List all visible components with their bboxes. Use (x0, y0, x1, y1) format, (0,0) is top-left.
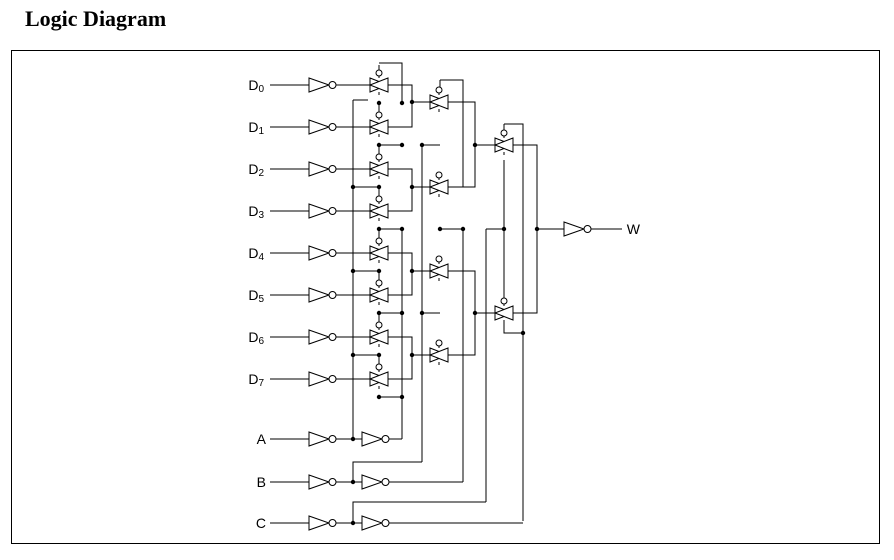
junction-dot (376, 100, 382, 106)
junction-dot (399, 226, 405, 232)
select-buffer-inverter (361, 474, 390, 490)
input-inverter (308, 245, 337, 261)
junction-dot (376, 268, 382, 274)
junction-dot (350, 436, 356, 442)
input-label-d6: D6 (248, 329, 264, 347)
input-label-d0: D0 (248, 77, 264, 95)
level3-gate (493, 129, 515, 155)
wires (270, 62, 622, 524)
wire (448, 101, 476, 188)
select-buffer-inverter (361, 431, 390, 447)
level2-gate (428, 171, 450, 197)
level3-gate (493, 297, 515, 323)
level2-gate (428, 339, 450, 365)
level2-output-wire (440, 79, 464, 188)
junction-dot (472, 310, 478, 316)
junction-dot (350, 520, 356, 526)
junction-dots (350, 99, 540, 526)
junction-dot (350, 352, 356, 358)
diagram-frame (11, 50, 880, 544)
junction-dot (376, 226, 382, 232)
input-label-c: C (256, 515, 266, 531)
pair-output-wire (388, 336, 413, 380)
junction-dot (409, 99, 415, 105)
junction-dot (437, 226, 443, 232)
junction-dot (399, 100, 405, 106)
input-label-a: A (257, 431, 267, 447)
junction-dot (399, 310, 405, 316)
junction-dot (409, 352, 415, 358)
level1-gate (368, 363, 390, 389)
junction-dot (399, 142, 405, 148)
input-label-d7: D7 (248, 371, 264, 389)
wire (503, 323, 523, 334)
input-label-d5: D5 (248, 287, 264, 305)
select-inverter (308, 474, 337, 490)
junction-dot (399, 394, 405, 400)
components (308, 69, 592, 531)
junction-dot (350, 184, 356, 190)
input-label-d1: D1 (248, 119, 264, 137)
level1-gate (368, 321, 390, 347)
level1-gate (368, 279, 390, 305)
input-label-d4: D4 (248, 245, 264, 263)
output-label-w: W (627, 221, 641, 237)
wire (352, 501, 486, 523)
junction-dot (520, 330, 526, 336)
junction-dot (534, 226, 540, 232)
junction-dot (460, 226, 466, 232)
input-inverter (308, 161, 337, 177)
wire (352, 461, 422, 482)
input-label-d2: D2 (248, 161, 264, 179)
junction-dot (409, 184, 415, 190)
select-inverter (308, 431, 337, 447)
input-inverter (308, 371, 337, 387)
input-label-b: B (257, 474, 266, 490)
input-inverter (308, 203, 337, 219)
junction-dot (419, 142, 425, 148)
select-inverter (308, 515, 337, 531)
page-title: Logic Diagram (25, 6, 167, 31)
input-inverter (308, 119, 337, 135)
junction-dot (376, 394, 382, 400)
input-inverter (308, 329, 337, 345)
junction-dot (472, 142, 478, 148)
junction-dot (376, 184, 382, 190)
wire (379, 62, 403, 103)
junction-dot (376, 142, 382, 148)
pair-output-wire (388, 168, 413, 212)
input-label-d3: D3 (248, 203, 264, 221)
level2-gate (428, 86, 450, 112)
level1-gate (368, 111, 390, 137)
level1-gate (368, 237, 390, 263)
level1-gate (368, 153, 390, 179)
junction-dot (419, 310, 425, 316)
input-inverter (308, 287, 337, 303)
level1-gate (368, 195, 390, 221)
level2-gate (428, 255, 450, 281)
wire (448, 270, 476, 356)
pair-output-wire (388, 84, 413, 128)
input-inverter (308, 77, 337, 93)
junction-dot (409, 268, 415, 274)
junction-dot (376, 352, 382, 358)
level3-output-wire (513, 144, 538, 314)
pair-output-wire (388, 252, 413, 296)
junction-dot (376, 310, 382, 316)
junction-dot (501, 226, 507, 232)
select-c-bar-rail (504, 123, 524, 521)
junction-dot (350, 268, 356, 274)
select-buffer-inverter (361, 515, 390, 531)
junction-dot (350, 479, 356, 485)
level1-gate (368, 69, 390, 95)
output-inverter (563, 221, 592, 237)
